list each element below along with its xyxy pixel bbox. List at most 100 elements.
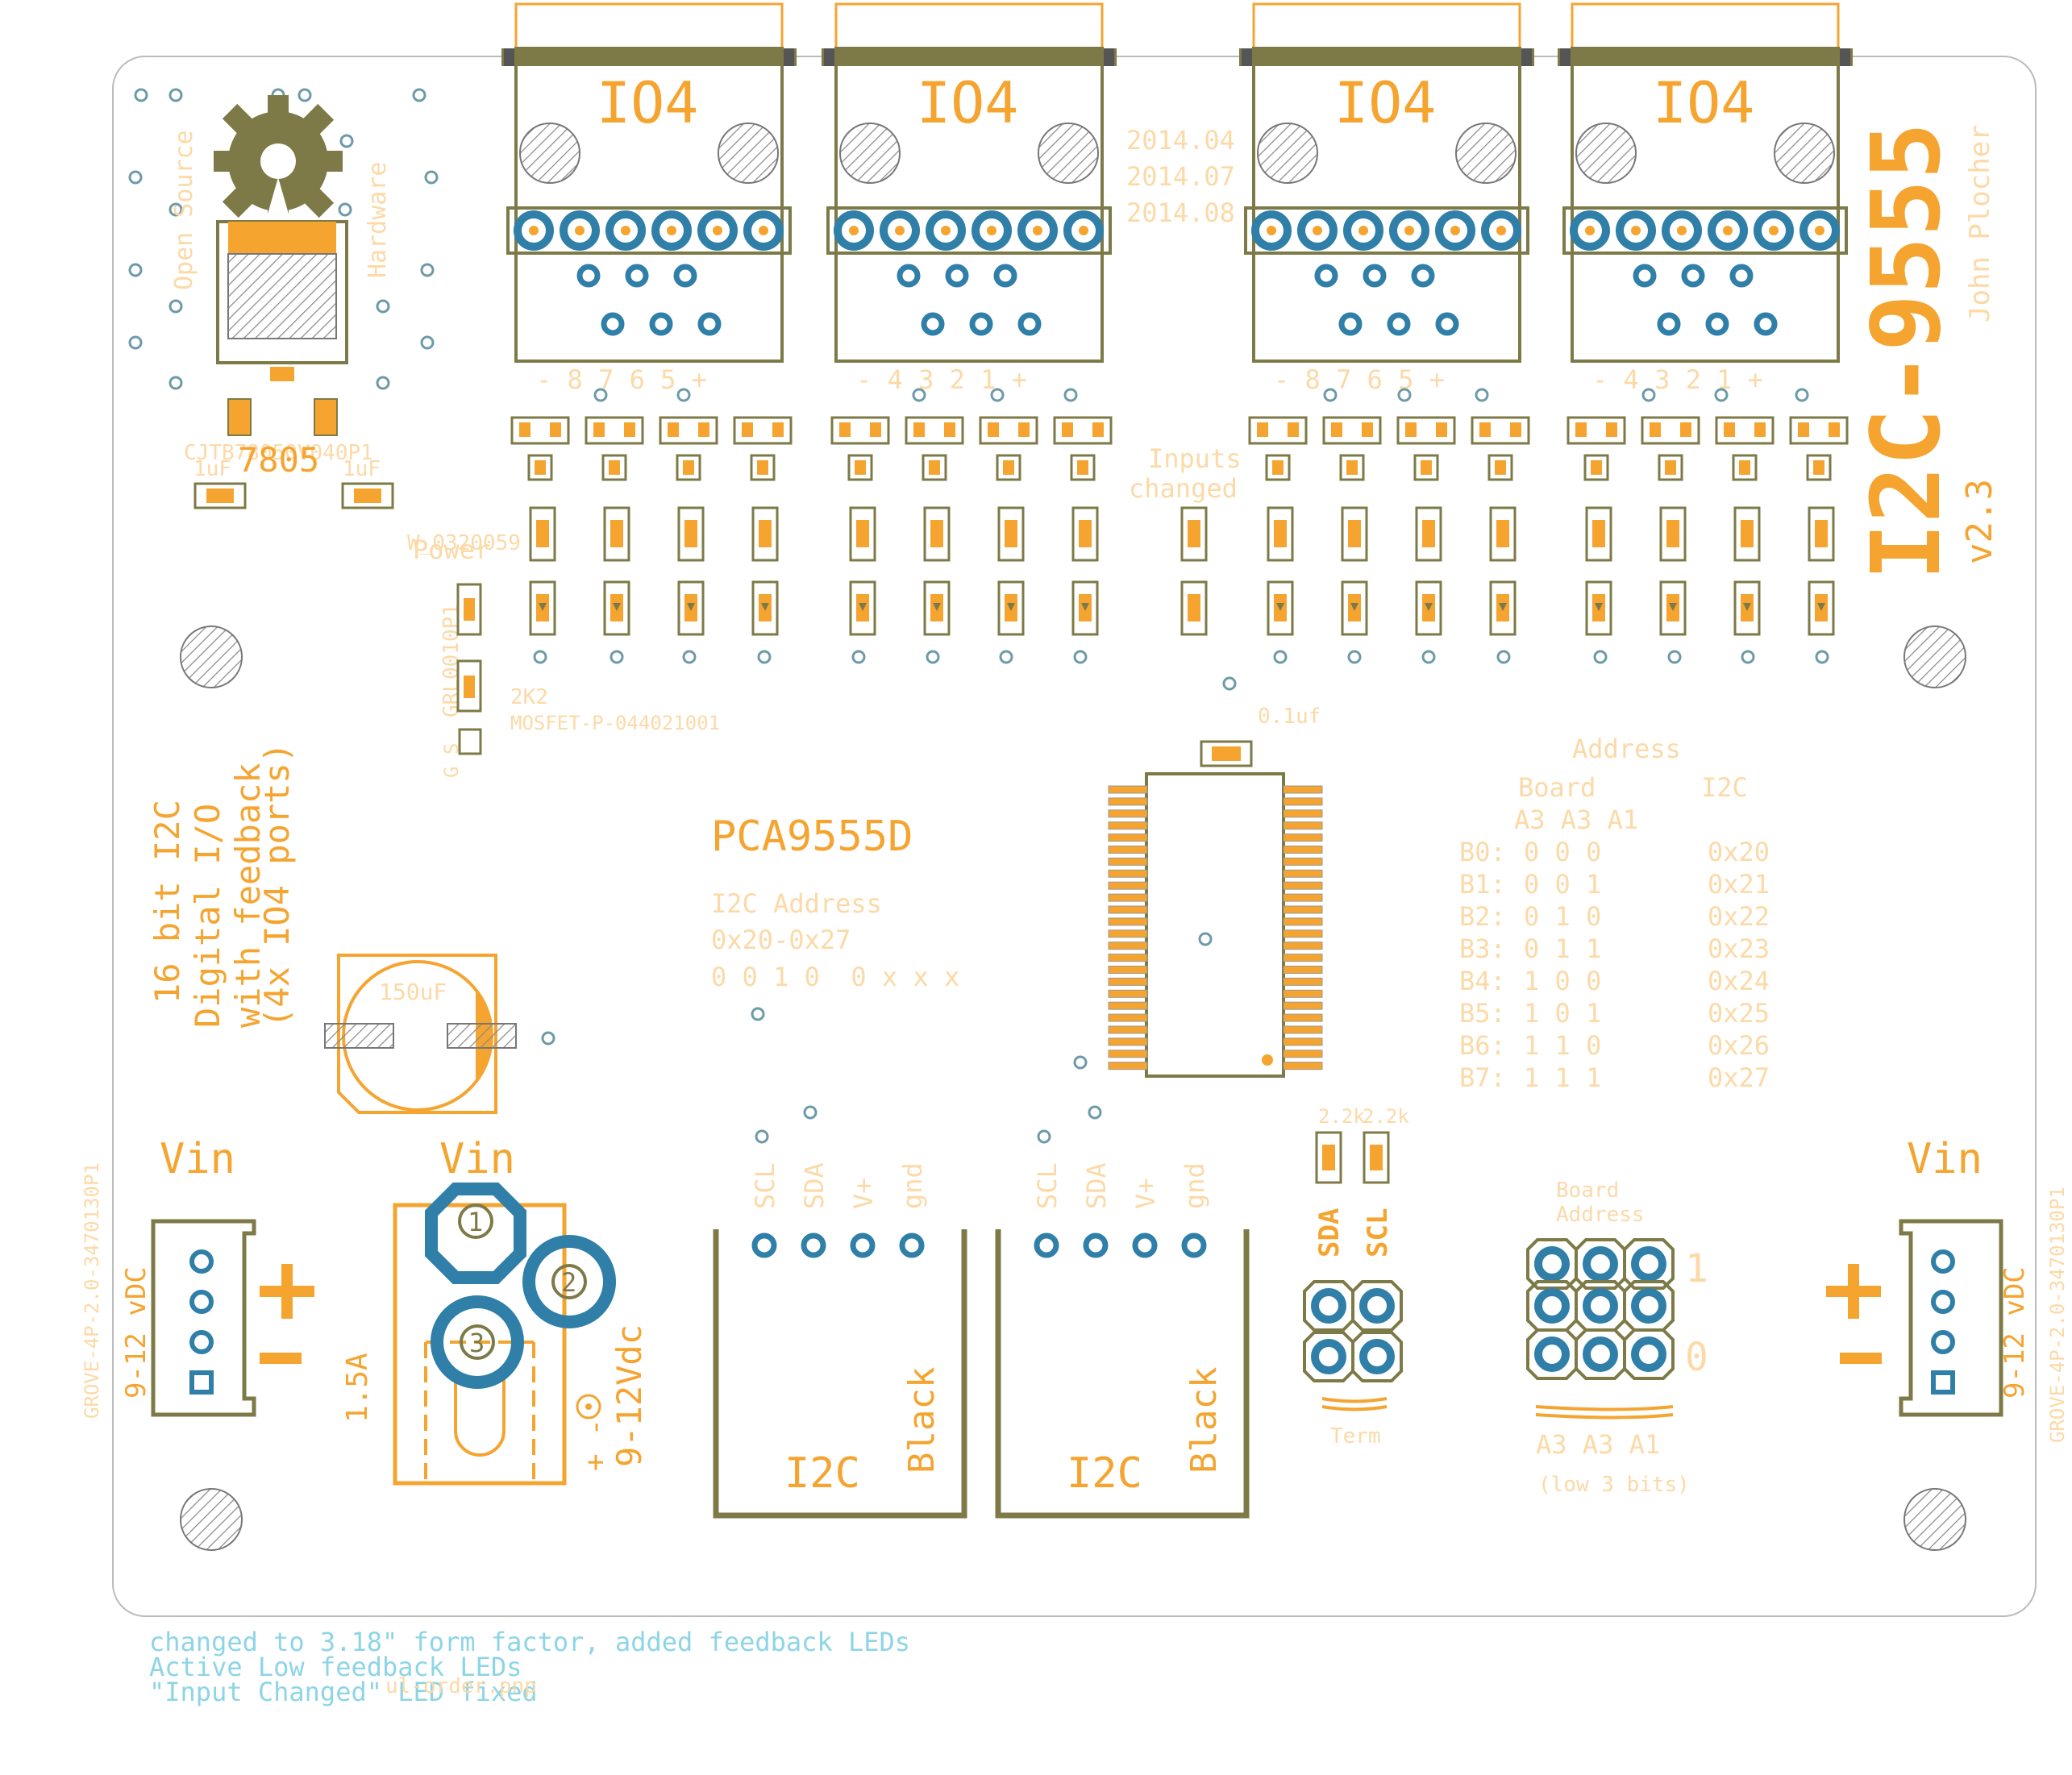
feedback-led-column xyxy=(1566,416,1626,636)
voltage-regulator: CJTB78050V040P1 1uF 1uF 7805 xyxy=(184,220,394,509)
io4-pin xyxy=(514,210,554,251)
address-row-value: 0x26 xyxy=(1708,1030,1770,1061)
via xyxy=(1063,388,1078,402)
via xyxy=(134,88,148,102)
i2c-pin-label: gnd xyxy=(897,1162,928,1209)
io4-pin xyxy=(1570,210,1610,251)
inputs-changed-led xyxy=(1180,506,1208,636)
via xyxy=(912,388,926,402)
io4-pin xyxy=(1063,210,1104,251)
via xyxy=(999,650,1013,664)
via xyxy=(169,202,183,217)
address-pin xyxy=(1534,1336,1570,1372)
board-address-jumpers: Board Address 1 0 A3 A3 A1 (low 3 bits) xyxy=(1526,1178,1708,1497)
address-pin xyxy=(1583,1288,1618,1324)
board-address-title-1: Board xyxy=(1556,1178,1619,1203)
via xyxy=(1421,650,1436,664)
address-row-bits: 1 0 0 xyxy=(1524,966,1601,996)
bulk-capacitor-label: 150uF xyxy=(379,979,447,1005)
i2c-pin xyxy=(1132,1233,1158,1258)
cap-right-label: 1uF xyxy=(343,457,381,481)
vin-barrel-label: Vin xyxy=(439,1135,515,1183)
via xyxy=(610,650,624,664)
board-version: v2.3 xyxy=(1959,479,2000,564)
grove-left-part: GROVE-4P-2.0-3470130P1 xyxy=(81,1162,103,1419)
barrel-voltage-label: 9-12Vdc xyxy=(610,1324,649,1467)
address-row-id: B0: xyxy=(1459,837,1506,867)
via xyxy=(682,650,697,664)
address-row-value: 0x23 xyxy=(1708,933,1770,964)
address-row-value: 0x21 xyxy=(1708,869,1770,900)
date-list: 2014.04 2014.07 2014.08 xyxy=(1126,125,1235,228)
power-led xyxy=(456,583,482,755)
io4-label: IO4 xyxy=(1653,70,1754,136)
via xyxy=(420,263,435,277)
io4-pin xyxy=(926,210,966,251)
feedback-led-column xyxy=(585,416,644,636)
address-pin xyxy=(1534,1246,1570,1282)
barrel-polarity: + - xyxy=(579,1419,612,1471)
via xyxy=(169,299,183,314)
revision-note-1: changed to 3.18" form factor, added feed… xyxy=(149,1627,910,1657)
term-res-1: 2.2k xyxy=(1318,1105,1365,1128)
via xyxy=(1073,650,1088,664)
io4-pin xyxy=(1297,210,1338,251)
via xyxy=(1667,650,1682,664)
description-line-1: 16 bit I2C xyxy=(148,800,187,1004)
oshw-hardware: Hardware xyxy=(364,162,392,279)
barrel-pin-1: 1 xyxy=(468,1207,483,1237)
io4-pin-labels: - 8 7 6 5 + xyxy=(536,364,707,395)
address-row-bits: 1 1 0 xyxy=(1524,1030,1601,1061)
i2c-address-range: 0x20-0x27 xyxy=(711,925,851,955)
term-label: Term xyxy=(1330,1424,1381,1449)
grove-connector-left: Vin 9-12 vDC GROVE-4P-2.0-3470130P1 xyxy=(81,1135,314,1419)
power-label: Power xyxy=(413,534,490,565)
address-row-id: B1: xyxy=(1459,869,1506,900)
via xyxy=(1475,388,1489,402)
i2c-port-color: Black xyxy=(1184,1367,1225,1474)
oshw-logo: Open Source Hardware xyxy=(170,95,392,290)
footer-text: ul-order.pnp xyxy=(385,1674,537,1698)
via xyxy=(1815,650,1829,664)
via xyxy=(1347,650,1362,664)
feedback-led-column xyxy=(830,416,890,636)
i2c-pin xyxy=(1034,1233,1059,1258)
revision-note-2: Active Low feedback LEDs xyxy=(149,1652,522,1682)
barrel-pin-3: 3 xyxy=(469,1328,485,1358)
via xyxy=(751,1007,765,1021)
address-table-board-header: Board xyxy=(1518,772,1596,803)
feedback-led-rows xyxy=(510,416,1849,636)
address-row-bits: 0 0 0 xyxy=(1524,837,1601,867)
i2c-pin xyxy=(801,1233,826,1258)
via xyxy=(297,88,312,102)
address-row-id: B4: xyxy=(1459,966,1506,996)
term-pin xyxy=(1359,1288,1395,1324)
grove-right-part: GROVE-4P-2.0-3470130P1 xyxy=(2046,1187,2069,1443)
board-address-bits: A3 A3 A1 xyxy=(1536,1429,1660,1460)
vin-left-label: Vin xyxy=(160,1135,235,1183)
address-pin xyxy=(1631,1288,1666,1324)
address-pin xyxy=(1534,1288,1570,1324)
via xyxy=(376,299,390,314)
i2c-pin-label: SDA xyxy=(799,1162,830,1209)
address-row-bits: 0 1 1 xyxy=(1524,933,1601,964)
via xyxy=(420,335,435,350)
date-1: 2014.04 xyxy=(1126,125,1235,156)
io4-pin xyxy=(651,210,692,251)
address-table-title: Address xyxy=(1572,734,1681,764)
via xyxy=(1323,388,1338,402)
description-line-3: with feedback xyxy=(228,763,268,1028)
address-row-id: B2: xyxy=(1459,901,1506,932)
inputs-changed-line1: Inputs xyxy=(1148,443,1242,474)
via xyxy=(533,650,547,664)
via xyxy=(1397,388,1412,402)
i2c-address-info: I2C Address 0x20-0x27 0 0 1 0 0 x x x xyxy=(711,888,959,992)
via xyxy=(1795,388,1809,402)
mounting-holes xyxy=(180,626,1966,1551)
barrel-jack: Vin 1 2 3 1.5A 9-12Vdc + - xyxy=(341,1135,649,1486)
